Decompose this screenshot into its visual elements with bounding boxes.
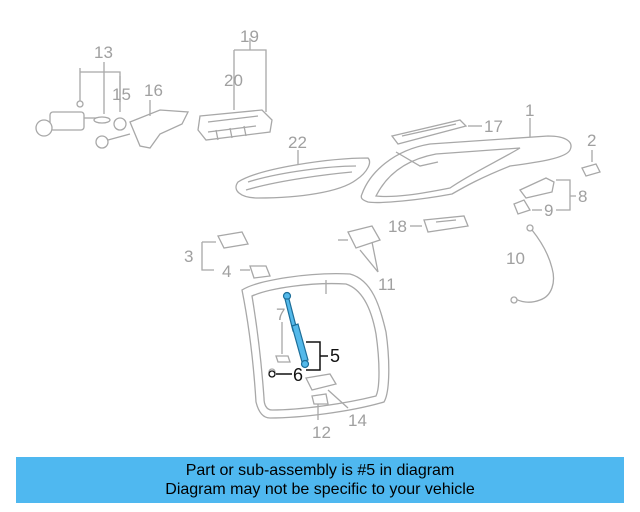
garnish-part bbox=[390, 119, 482, 145]
high-mount-lamp-group bbox=[197, 38, 273, 141]
switch-part bbox=[410, 215, 469, 233]
callout-15: 15 bbox=[112, 85, 131, 104]
callout-9: 9 bbox=[544, 201, 553, 220]
callout-16: 16 bbox=[144, 81, 163, 100]
callout-7: 7 bbox=[276, 305, 285, 324]
callout-20: 20 bbox=[224, 71, 243, 90]
callout-4: 4 bbox=[222, 262, 231, 281]
leader-3 bbox=[201, 241, 216, 271]
hinge-group bbox=[513, 177, 576, 215]
callout-12: 12 bbox=[312, 423, 331, 442]
stopper-part bbox=[581, 150, 601, 177]
lock-cylinder-part bbox=[35, 100, 98, 137]
callout-2: 2 bbox=[587, 131, 596, 150]
parts-diagram: 13 15 16 19 20 22 17 1 2 8 9 18 10 11 3 … bbox=[35, 27, 601, 442]
callout-8: 8 bbox=[578, 187, 587, 206]
banner-line-1: Part or sub-assembly is #5 in diagram bbox=[185, 462, 455, 479]
callout-14: 13 bbox=[94, 43, 113, 62]
callout-11: 11 bbox=[378, 275, 396, 294]
info-banner: Part or sub-assembly is #5 in diagram Di… bbox=[16, 457, 624, 503]
back-glass-part bbox=[235, 150, 371, 199]
latch-part bbox=[95, 100, 190, 149]
lock-actuator-part bbox=[338, 225, 381, 273]
support-strut-part-5 bbox=[282, 291, 310, 369]
callout-17: 17 bbox=[484, 117, 503, 136]
bracket-group bbox=[201, 231, 271, 279]
callout-18: 18 bbox=[388, 217, 407, 236]
leader-6-end bbox=[268, 370, 276, 378]
lock-ring-part bbox=[93, 116, 127, 131]
callout-19: 19 bbox=[240, 27, 259, 46]
callout-6: 6 bbox=[293, 365, 303, 385]
striker-group bbox=[305, 373, 349, 420]
callout-13: 14 bbox=[348, 411, 367, 430]
leader-19 bbox=[233, 38, 267, 112]
lock-assembly-group bbox=[35, 62, 190, 149]
back-door-panel-part bbox=[360, 118, 572, 204]
weatherstrip-part bbox=[241, 273, 390, 419]
lamp-part bbox=[197, 109, 273, 141]
callout-1: 1 bbox=[525, 101, 534, 120]
callout-3: 3 bbox=[184, 247, 193, 266]
release-cable-part bbox=[510, 224, 555, 304]
callout-10: 10 bbox=[506, 249, 525, 268]
callout-5: 5 bbox=[330, 346, 340, 366]
callout-22: 22 bbox=[288, 133, 307, 152]
banner-line-2: Diagram may not be specific to your vehi… bbox=[165, 481, 475, 498]
leader-5 bbox=[306, 341, 328, 371]
leader-8 bbox=[556, 179, 576, 211]
